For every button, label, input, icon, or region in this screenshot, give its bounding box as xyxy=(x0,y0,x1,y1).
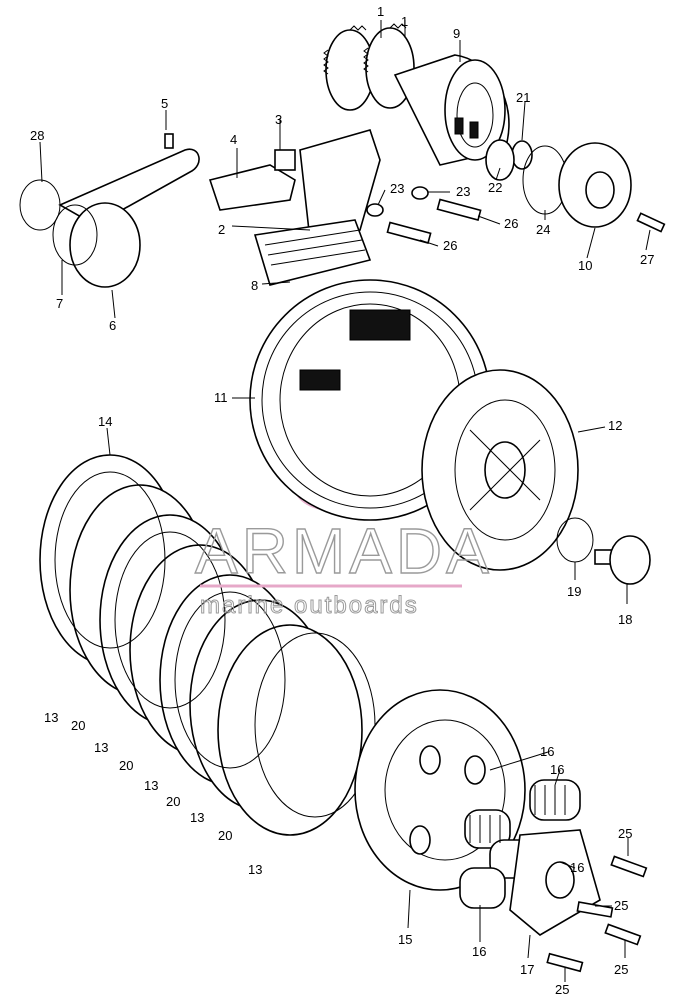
clutch-plates-stack xyxy=(39,454,376,836)
callout-7: 7 xyxy=(56,296,63,311)
callout-25: 25 xyxy=(614,898,628,913)
callout-20: 20 xyxy=(218,828,232,843)
watermark-title: ARMADA xyxy=(195,515,493,587)
callout-25: 25 xyxy=(618,826,632,841)
callout-28: 28 xyxy=(30,128,44,143)
bearing-cap-assembly xyxy=(485,139,666,233)
callout-26: 26 xyxy=(504,216,518,231)
callout-23: 23 xyxy=(456,184,470,199)
callout-16: 16 xyxy=(540,744,554,759)
callout-13: 13 xyxy=(94,740,108,755)
release-lever xyxy=(19,133,200,288)
callout-8: 8 xyxy=(251,278,258,293)
callout-5: 5 xyxy=(161,96,168,111)
callout-25: 25 xyxy=(555,982,569,997)
lifter-plate xyxy=(509,829,601,936)
bolts-upper xyxy=(366,186,482,244)
callout-9: 9 xyxy=(453,26,460,41)
callout-17: 17 xyxy=(520,962,534,977)
leader-lines xyxy=(39,20,651,982)
callout-3: 3 xyxy=(275,112,282,127)
callout-16: 16 xyxy=(472,944,486,959)
callout-labels: 1 1 9 21 22 24 10 27 5 3 4 28 2 8 7 6 23… xyxy=(30,4,654,997)
callout-14: 14 xyxy=(98,414,112,429)
callout-21: 21 xyxy=(516,90,530,105)
clutch-hub xyxy=(421,369,579,571)
callout-20: 20 xyxy=(71,718,85,733)
callout-4: 4 xyxy=(230,132,237,147)
callout-20: 20 xyxy=(166,794,180,809)
callout-16: 16 xyxy=(570,860,584,875)
callout-16: 16 xyxy=(550,762,564,777)
callout-11: 11 xyxy=(214,390,228,405)
callout-13: 13 xyxy=(248,862,262,877)
callout-19: 19 xyxy=(567,584,581,599)
callout-23: 23 xyxy=(390,181,404,196)
callout-25: 25 xyxy=(614,962,628,977)
bolts-lower xyxy=(546,855,648,973)
callout-1: 1 xyxy=(377,4,384,19)
callout-27: 27 xyxy=(640,252,654,267)
callout-13: 13 xyxy=(190,810,204,825)
watermark-subtitle: marine outboards xyxy=(200,592,419,619)
callout-10: 10 xyxy=(578,258,592,273)
callout-1: 1 xyxy=(401,14,408,29)
callout-24: 24 xyxy=(536,222,550,237)
callout-22: 22 xyxy=(488,180,502,195)
callout-13: 13 xyxy=(144,778,158,793)
callout-15: 15 xyxy=(398,932,412,947)
callout-12: 12 xyxy=(608,418,622,433)
callout-2: 2 xyxy=(218,222,225,237)
lifter-body xyxy=(208,129,381,286)
callout-18: 18 xyxy=(618,612,632,627)
callout-26: 26 xyxy=(443,238,457,253)
callout-13: 13 xyxy=(44,710,58,725)
pushrod-parts xyxy=(556,517,651,585)
callout-6: 6 xyxy=(109,318,116,333)
callout-20: 20 xyxy=(119,758,133,773)
primary-gear-pair xyxy=(323,23,415,111)
